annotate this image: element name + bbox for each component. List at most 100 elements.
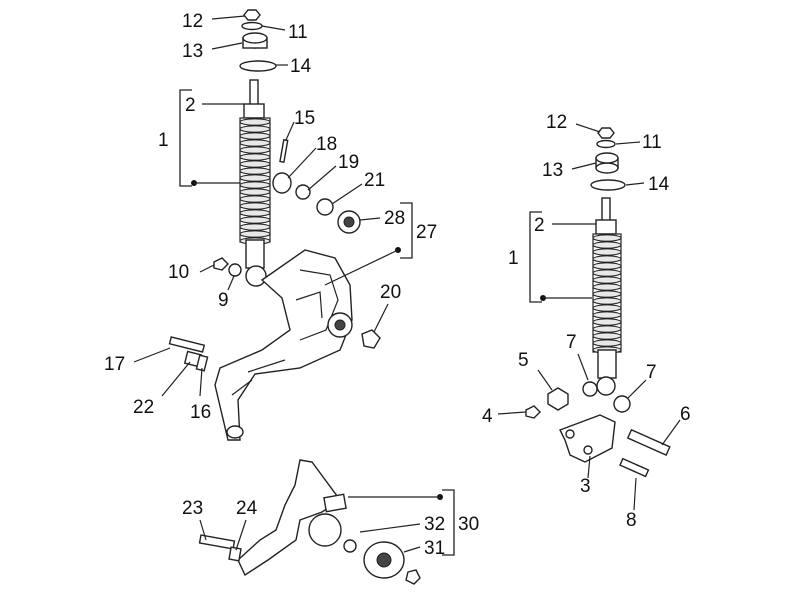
- washer-19: [295, 184, 311, 200]
- callout-8: 8: [626, 510, 637, 531]
- bushing-7a: [582, 381, 598, 397]
- nut-5: [547, 387, 569, 411]
- callout-labels: 12 11 13 14 2 1 15 18 19 21 28 27 10 9 2…: [104, 11, 691, 559]
- swing-arm-bracket: [214, 249, 353, 441]
- nut-12-right: [597, 127, 615, 139]
- bearing-18: [272, 172, 292, 194]
- washer-16: [195, 354, 209, 372]
- left-bracket-27: [324, 202, 413, 286]
- washer-9: [228, 263, 242, 277]
- callout-12-right: 12: [546, 112, 567, 133]
- spring-coil: [239, 230, 271, 238]
- right-shock-spring: [592, 233, 622, 354]
- left-shock-cap: [243, 103, 265, 119]
- callout-9: 9: [218, 290, 229, 311]
- spring-coil: [592, 304, 622, 312]
- spring-coil: [239, 153, 271, 161]
- bolt-17: [168, 336, 206, 353]
- left-shock-small-parts: [213, 138, 381, 349]
- bolt-6: [626, 428, 671, 457]
- spring-coil: [239, 209, 271, 217]
- callout-18: 18: [316, 134, 337, 155]
- right-bracket-1: [529, 211, 592, 303]
- leader-lines: [133, 15, 681, 553]
- callout-2-right: 2: [534, 215, 545, 236]
- callout-3: 3: [580, 476, 591, 497]
- clip-30: [323, 493, 347, 513]
- bushing-7b: [613, 395, 631, 413]
- spring-coil: [592, 332, 622, 340]
- callout-21: 21: [364, 170, 385, 191]
- spring-coil: [592, 297, 622, 305]
- callout-24: 24: [236, 498, 258, 519]
- callout-7a: 7: [566, 332, 577, 353]
- spring-coil: [239, 146, 271, 154]
- bolt-8: [619, 457, 650, 478]
- spring-coil: [592, 311, 622, 319]
- callout-23: 23: [182, 498, 203, 519]
- bottom-bracket-30: [348, 489, 455, 556]
- washer-21: [316, 198, 334, 216]
- callout-1-right: 1: [508, 248, 519, 269]
- callout-17: 17: [104, 354, 125, 375]
- spring-coil: [239, 202, 271, 210]
- callout-15: 15: [294, 108, 315, 129]
- callout-20: 20: [380, 282, 401, 303]
- spring-coil: [592, 241, 622, 249]
- spring-coil: [239, 223, 271, 231]
- left-shock-absorber: [239, 79, 271, 287]
- left-shock-top-hardware: [239, 9, 277, 72]
- nut-20: [361, 329, 381, 349]
- right-shock-eye: [596, 376, 616, 396]
- spring-coil: [239, 139, 271, 147]
- callout-14-right: 14: [648, 174, 670, 195]
- spring-coil: [592, 290, 622, 298]
- callout-12: 12: [182, 11, 203, 32]
- left-shock-eye: [245, 265, 267, 287]
- spring-coil: [239, 195, 271, 203]
- nut-4: [525, 405, 541, 419]
- sleeve-32: [308, 513, 342, 547]
- spring-coil: [239, 167, 271, 175]
- bolt-23: [198, 534, 236, 550]
- callout-7b: 7: [646, 362, 657, 383]
- spring-coil: [592, 248, 622, 256]
- washer-11-right: [596, 139, 616, 149]
- spring-coil: [592, 262, 622, 270]
- callout-5: 5: [518, 350, 529, 371]
- spring-coil: [592, 255, 622, 263]
- callout-16: 16: [190, 402, 211, 423]
- callout-31: 31: [424, 538, 445, 559]
- nut-12-left: [243, 9, 261, 21]
- left-shock-spring: [239, 117, 271, 245]
- spring-coil: [592, 339, 622, 347]
- callout-6: 6: [680, 404, 691, 425]
- bolt-17-assembly: [168, 336, 209, 372]
- callout-11: 11: [288, 22, 308, 43]
- callout-1: 1: [158, 130, 169, 151]
- spring-coil: [592, 283, 622, 291]
- washer-11-left: [241, 21, 263, 31]
- spring-coil: [239, 125, 271, 133]
- right-shock-top-hardware: [590, 127, 626, 191]
- callout-13: 13: [182, 41, 203, 62]
- callout-10: 10: [168, 262, 189, 283]
- right-shock-body: [597, 349, 617, 379]
- right-shock-absorber: [592, 197, 622, 396]
- spring-coil: [592, 325, 622, 333]
- right-shock-cap: [595, 219, 617, 235]
- left-bracket-1: [179, 89, 240, 187]
- pin-15: [279, 138, 289, 163]
- bracket-3: [559, 414, 616, 463]
- bushing-13-left-top: [242, 32, 268, 44]
- engine-mount-bracket: [198, 459, 421, 585]
- plate-14-right: [590, 179, 626, 191]
- spring-coil: [592, 318, 622, 326]
- left-shock-body: [245, 239, 265, 269]
- spring-coil: [592, 234, 622, 242]
- nut-10: [213, 257, 229, 271]
- spring-coil: [239, 216, 271, 224]
- callout-4: 4: [482, 406, 493, 427]
